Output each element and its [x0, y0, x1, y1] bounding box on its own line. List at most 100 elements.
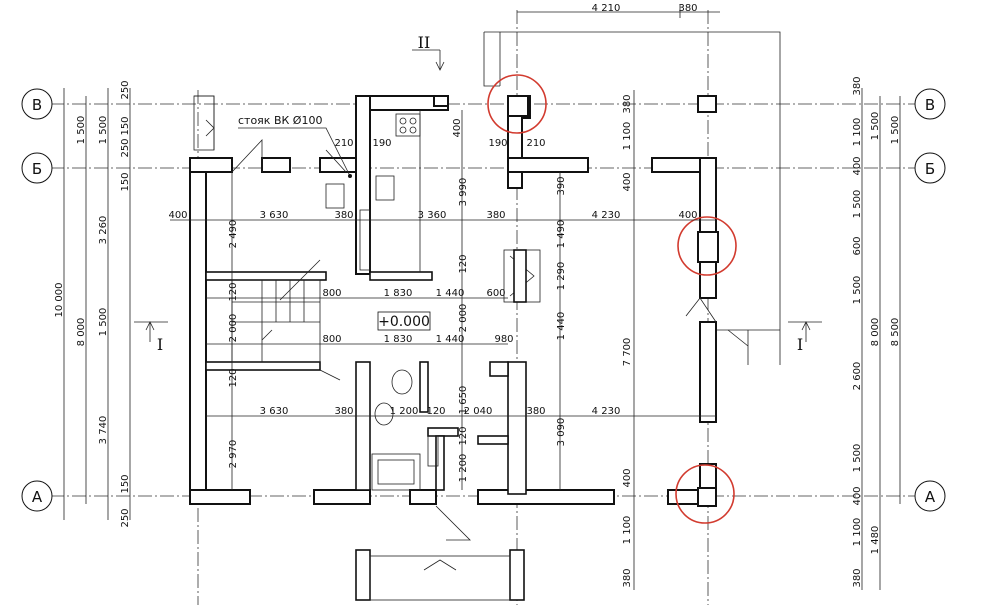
dim-text: 380 — [526, 406, 545, 417]
dim-text: 3 090 — [556, 418, 567, 447]
dim-text: 380 — [486, 210, 505, 221]
dim-text: 150 — [120, 116, 131, 135]
dim-text: 250 — [120, 138, 131, 157]
dim-text: 390 — [556, 176, 567, 195]
dim-text: 1 500 — [890, 116, 901, 145]
dim-text: 1 440 — [436, 334, 465, 345]
dim-text: 210 — [334, 138, 353, 149]
dim-text: 1 830 — [384, 334, 413, 345]
dim-text: 150 — [120, 172, 131, 191]
svg-text:стояк ВК Ø100: стояк ВК Ø100 — [238, 114, 322, 127]
floor-level-mark: +0.000 — [377, 311, 431, 331]
section-mark-i-left: I — [134, 321, 168, 354]
axis-marker-v-right: В — [914, 88, 946, 120]
axis-marker-b-right: Б — [914, 152, 946, 184]
dim-text: 1 500 — [870, 112, 881, 141]
dim-text: 2 970 — [228, 440, 239, 469]
svg-text:Б: Б — [32, 160, 42, 178]
dim-text: 600 — [852, 236, 863, 255]
highlight-marks — [487, 74, 737, 524]
dim-text: 1 100 — [622, 122, 633, 151]
dim-text: 380 — [678, 3, 697, 14]
dim-text: 2 000 — [458, 304, 469, 333]
dim-text: 250 — [120, 508, 131, 527]
dim-text: 120 — [426, 406, 445, 417]
dimension-texts: 4 210 380 400 210 190 190 210 400 3 630 … — [54, 3, 901, 588]
dim-text: 150 — [120, 474, 131, 493]
dim-text: 1 100 — [852, 118, 863, 147]
dim-text: 2 040 — [464, 406, 493, 417]
dim-text: 3 990 — [458, 178, 469, 207]
svg-text:В: В — [32, 96, 42, 114]
dim-text: 1 290 — [556, 262, 567, 291]
dim-text: 1 200 — [390, 406, 419, 417]
dim-text: 1 500 — [852, 190, 863, 219]
dim-text: 400 — [622, 172, 633, 191]
bay-window-left — [193, 95, 215, 151]
dim-text: 4 210 — [592, 3, 621, 14]
dim-text: 1 500 — [852, 444, 863, 473]
dim-text: 120 — [458, 426, 469, 445]
svg-text:А: А — [32, 488, 43, 506]
dim-text: 1 440 — [556, 312, 567, 341]
dim-text: 1 500 — [76, 116, 87, 145]
dim-text: 800 — [322, 288, 341, 299]
dim-text: 190 — [372, 138, 391, 149]
dim-text: 600 — [486, 288, 505, 299]
dim-text: 380 — [334, 406, 353, 417]
dim-text: 1 440 — [436, 288, 465, 299]
dim-text: 380 — [852, 76, 863, 95]
dim-text: 8 500 — [890, 318, 901, 347]
dim-text: 120 — [228, 368, 239, 387]
porch — [355, 505, 525, 601]
dim-text: 380 — [622, 568, 633, 587]
dim-text: 380 — [622, 94, 633, 113]
axis-marker-a-left: А — [21, 480, 53, 512]
dim-text: 3 630 — [260, 210, 289, 221]
dim-text: 1 490 — [556, 220, 567, 249]
door-swings — [231, 138, 749, 381]
grid-lines — [50, 10, 915, 605]
dim-text: 1 200 — [458, 454, 469, 483]
dim-text: 190 — [488, 138, 507, 149]
dim-text: 1 100 — [622, 516, 633, 545]
walls — [189, 95, 719, 507]
axis-marker-a-right: А — [914, 480, 946, 512]
dim-text: 3 630 — [260, 406, 289, 417]
dim-text: 120 — [228, 282, 239, 301]
dim-text: 400 — [852, 486, 863, 505]
dim-text: 1 480 — [870, 526, 881, 555]
svg-text:I: I — [797, 335, 803, 354]
axis-marker-b-left: Б — [21, 152, 53, 184]
dim-text: 380 — [334, 210, 353, 221]
svg-text:В: В — [925, 96, 935, 114]
dim-text: 1 100 — [852, 518, 863, 547]
dim-text: 1 500 — [98, 308, 109, 337]
svg-text:А: А — [925, 488, 936, 506]
terrace-outline — [483, 31, 781, 365]
svg-text:I: I — [157, 335, 163, 354]
dim-text: 4 230 — [592, 406, 621, 417]
dim-text: 1 500 — [852, 276, 863, 305]
dim-text: 3 740 — [98, 416, 109, 445]
dim-text: 3 260 — [98, 216, 109, 245]
dim-text: 1 830 — [384, 288, 413, 299]
riser-note: стояк ВК Ø100 — [238, 114, 352, 178]
dim-text: 400 — [852, 156, 863, 175]
svg-text:+0.000: +0.000 — [378, 314, 430, 330]
dim-text: 400 — [622, 468, 633, 487]
dim-text: 210 — [526, 138, 545, 149]
dim-text: 10 000 — [54, 283, 65, 318]
dim-text: 2 000 — [228, 314, 239, 343]
dim-text: 3 360 — [418, 210, 447, 221]
kitchen-fixtures — [325, 110, 421, 272]
dim-text: 8 000 — [870, 318, 881, 347]
dimension-lines — [63, 4, 901, 590]
dim-text: 8 000 — [76, 318, 87, 347]
dim-text: 120 — [458, 254, 469, 273]
dim-text: 2 490 — [228, 220, 239, 249]
svg-text:Б: Б — [925, 160, 935, 178]
dim-text: 4 230 — [592, 210, 621, 221]
dim-text: 2 600 — [852, 362, 863, 391]
